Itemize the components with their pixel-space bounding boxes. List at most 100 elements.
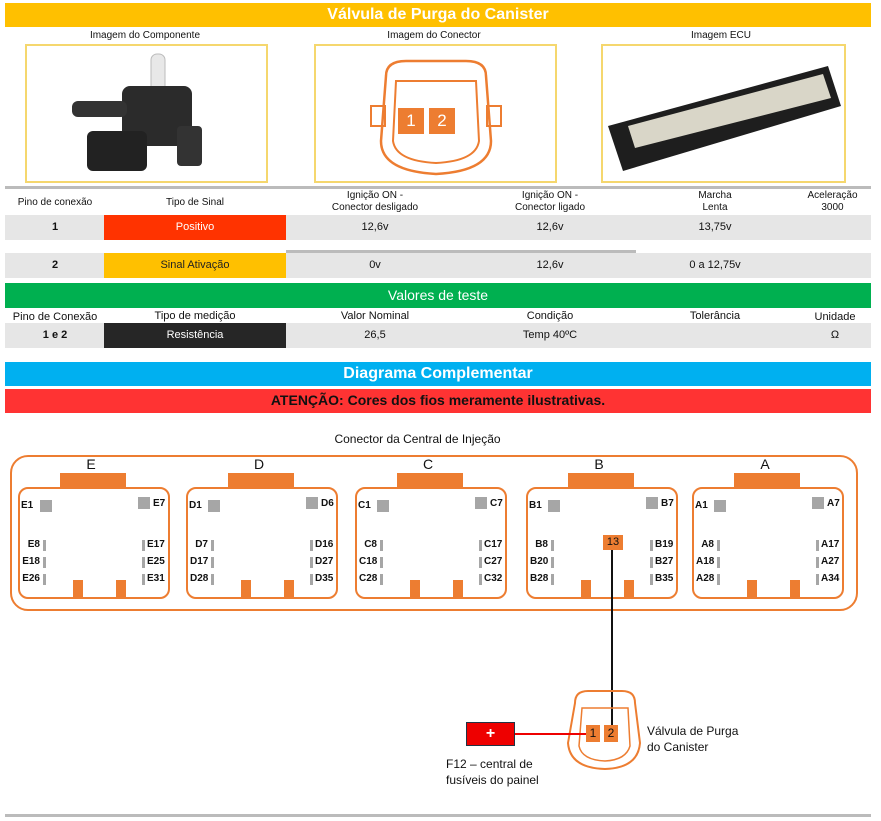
pin-marker [211, 540, 214, 551]
connector-letter: B [594, 456, 604, 472]
connector-latch [60, 473, 126, 489]
pin-marker [551, 574, 554, 585]
connector-key [73, 580, 83, 598]
pin-label: C18 [359, 556, 378, 567]
pin-label: E17 [147, 539, 165, 550]
connector-key [241, 580, 251, 598]
pin-label: B8 [535, 539, 548, 550]
connector-key [790, 580, 800, 598]
pin-label: E26 [22, 573, 40, 584]
pin-marker [816, 557, 819, 568]
fuse-positive-box: + [466, 722, 515, 746]
connector-latch [734, 473, 800, 489]
divider [286, 250, 636, 253]
pin-marker [551, 557, 554, 568]
ign-off-cell: 12,6v [361, 221, 389, 233]
pin-marker [475, 497, 487, 509]
pin-label: B1 [529, 500, 542, 511]
ecu-photo-icon [608, 66, 841, 171]
pin-marker [548, 500, 560, 512]
pin-label: E25 [147, 556, 165, 567]
pin-label: E7 [153, 498, 166, 509]
page-title: Válvula de Purga do Canister [5, 3, 871, 27]
pin-marker [211, 574, 214, 585]
connector-outline-icon [370, 59, 502, 176]
pin-marker [142, 574, 145, 585]
connector-latch [228, 473, 294, 489]
ecu-image [601, 44, 846, 183]
unit-cell: Ω [830, 329, 840, 341]
valve-connector-icon [566, 690, 642, 771]
pin-label: D17 [190, 556, 209, 567]
pin-label: A27 [821, 556, 840, 567]
pin-marker [43, 540, 46, 551]
header-pin: Pino de conexão [17, 197, 93, 208]
ecu-connector-label: Conector da Central de Injeção [334, 432, 501, 446]
nominal-cell: 26,5 [364, 329, 386, 341]
connector-letter: C [422, 456, 434, 472]
pin-marker [714, 500, 726, 512]
pin-label: C17 [484, 539, 503, 550]
pin-marker [142, 540, 145, 551]
signal-type-badge: Positivo [104, 215, 286, 240]
connector-key [116, 580, 126, 598]
pin-label: D7 [195, 539, 208, 550]
pin-label: B27 [655, 556, 674, 567]
pin-marker [43, 557, 46, 568]
pin-marker [717, 557, 720, 568]
pin-label: A28 [696, 573, 715, 584]
pin-label: D16 [315, 539, 334, 550]
header-ign-off: Ignição ON - Conector desligado [331, 190, 419, 213]
pin-label: D6 [321, 498, 334, 509]
header-condition: Condição [526, 310, 574, 322]
divider [5, 186, 871, 189]
connector-image: 1 2 [314, 44, 557, 183]
connector-key [410, 580, 420, 598]
ecu-pin-13: 13 [603, 535, 623, 550]
component-image-label: Imagem do Componente [89, 30, 201, 41]
signal-type-badge: Sinal Ativação [104, 253, 286, 278]
connector-key [453, 580, 463, 598]
pin-marker [816, 540, 819, 551]
pin-label: A34 [821, 573, 840, 584]
pin-marker [717, 540, 720, 551]
pin-label: D1 [189, 500, 202, 511]
header-measure-type: Tipo de medição [154, 310, 236, 322]
wire-black [611, 550, 613, 728]
pin-marker [380, 557, 383, 568]
test-values-title: Valores de teste [5, 283, 871, 308]
pin-marker [479, 574, 482, 585]
ecu-connector-outline [10, 455, 858, 611]
header-ign-on: Ignição ON - Conector ligado [514, 190, 586, 213]
pin-marker [646, 497, 658, 509]
pin-label: C8 [364, 539, 377, 550]
connector-pin-2: 2 [429, 108, 455, 134]
pin-marker [310, 557, 313, 568]
pin-label: A8 [701, 539, 714, 550]
pin-label: B20 [530, 556, 549, 567]
header-nominal: Valor Nominal [340, 310, 410, 322]
pin-label: B7 [661, 498, 674, 509]
pin-marker [310, 540, 313, 551]
pin-label: D27 [315, 556, 334, 567]
pin-marker [138, 497, 150, 509]
pin-label: A18 [696, 556, 715, 567]
connector-latch [568, 473, 634, 489]
fuse-label: F12 – central de fusíveis do painel [446, 757, 539, 787]
pin-marker [380, 540, 383, 551]
warning-banner: ATENÇÃO: Cores dos fios meramente ilustr… [5, 389, 871, 413]
valve-photo-icon [72, 53, 202, 171]
pin-label: A1 [695, 500, 708, 511]
connector-pin-1: 1 [398, 108, 424, 134]
divider [5, 814, 871, 817]
pin-label: B19 [655, 539, 674, 550]
pin-marker [380, 574, 383, 585]
diagram-title: Diagrama Complementar [5, 362, 871, 386]
pin-label: D35 [315, 573, 334, 584]
wire-red [515, 733, 586, 735]
pin-label: E1 [21, 500, 34, 511]
connector-key [581, 580, 591, 598]
pin-cell: 1 e 2 [42, 329, 68, 341]
pin-label: C28 [359, 573, 378, 584]
connector-key [284, 580, 294, 598]
